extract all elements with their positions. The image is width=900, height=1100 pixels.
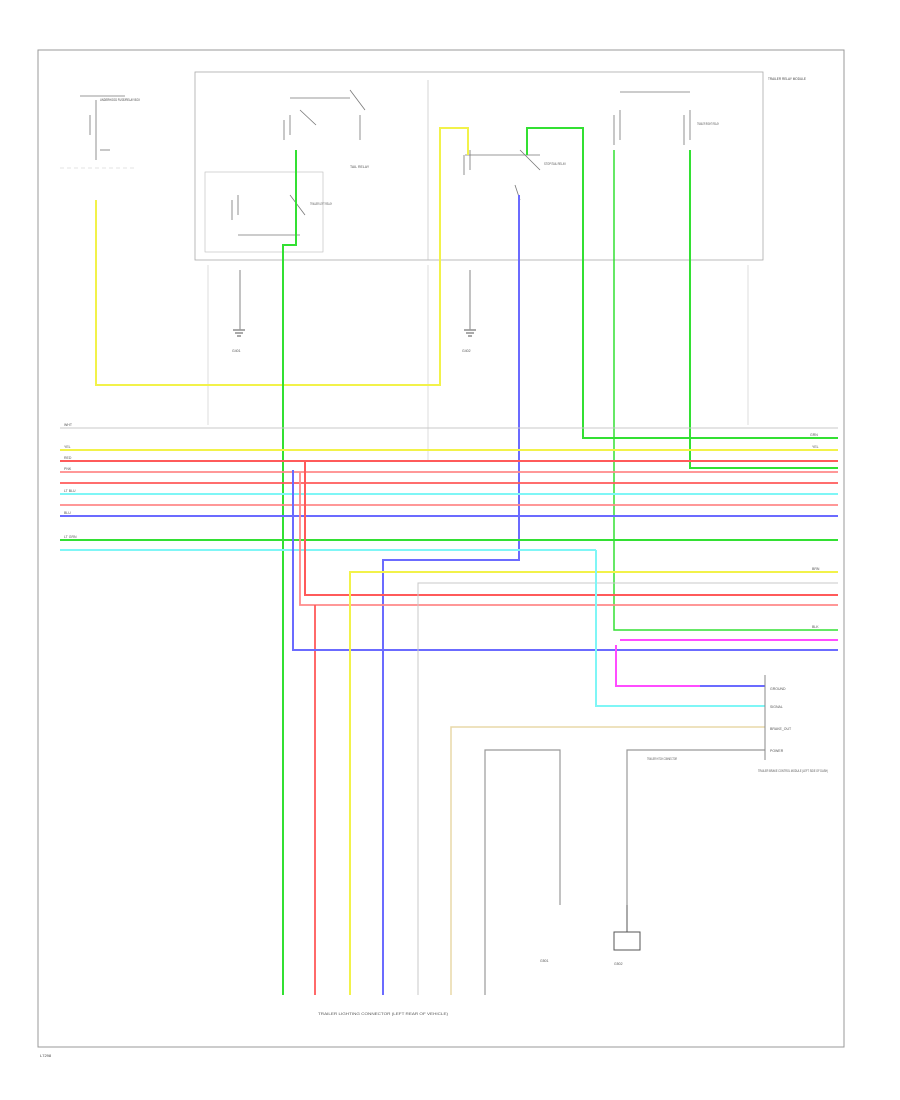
diagram-border — [37, 49, 845, 1048]
pin-label-power: POWER — [770, 749, 784, 753]
body-ground-label: G501 — [540, 959, 549, 963]
left-relay-label: TRAILER LEFT RELAY — [310, 202, 332, 206]
pin-label-brake: BRAKE_OUT — [770, 727, 792, 731]
right-relay-icon — [613, 91, 691, 145]
pin-label-ground: GROUND — [770, 687, 786, 691]
wire-label-blu: BLU — [64, 511, 71, 515]
tail-relay-icon — [283, 89, 366, 140]
relay-module-box — [194, 71, 764, 261]
wire-label-yel: YEL — [64, 445, 71, 449]
ground-mid-label: G402 — [462, 349, 471, 353]
relay-sub-box — [204, 171, 324, 253]
ground-left-label: G401 — [232, 349, 241, 353]
relay-module-label: TRAILER RELAY MODULE — [768, 76, 806, 81]
brake-relay-icon — [463, 149, 541, 201]
trailer-connector-label: TRAILER HITCH CONNECTOR — [647, 757, 677, 761]
brake-relay-label: STOP/TAIL RELAY — [544, 162, 566, 166]
wire-label-red: RED — [64, 456, 72, 460]
wire-label-ltblu: LT BLU — [64, 489, 76, 493]
wire-label-grn-right: GRN — [810, 433, 818, 437]
wire-label-blk-right: BLK — [812, 625, 819, 629]
footer-code: L7298 — [40, 1053, 52, 1058]
wire-label-yel-right: YEL — [812, 445, 819, 449]
trunk-ground-label: G502 — [614, 962, 623, 966]
left-relay-icon — [231, 194, 306, 236]
fuse-block-icon — [80, 95, 125, 160]
fuse-block-label: UNDERHOOD FUSE/RELAY BOX — [100, 97, 140, 102]
right-module-label: TRAILER BRAKE CONTROL MODULE (LEFT SIDE … — [758, 769, 828, 773]
wire-label-wht: WHT — [64, 423, 73, 427]
wire-label-brn-right: BRN — [812, 567, 820, 571]
bottom-connector-label: TRAILER LIGHTING CONNECTOR (LEFT REAR OF… — [318, 1012, 448, 1016]
wire-label-ltgrn: LT GRN — [64, 535, 77, 539]
tail-relay-label: TAIL RELAY — [350, 165, 370, 169]
right-relay-label: TRAILER RIGHT RELAY — [697, 122, 719, 126]
wire-label-pnk: PNK — [64, 467, 72, 471]
pin-label-signal: SIGNAL — [770, 705, 783, 709]
trunk-ground-icon — [613, 905, 641, 951]
